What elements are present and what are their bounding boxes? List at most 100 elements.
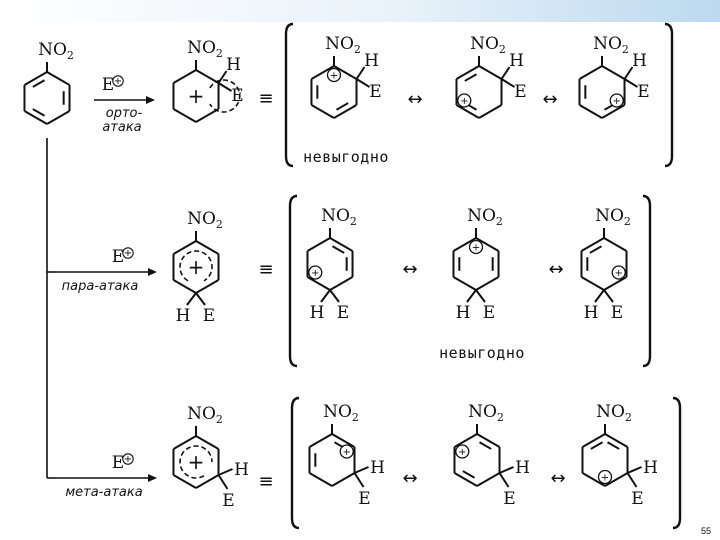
hydrogen-label: H <box>234 460 249 480</box>
resonance-arrow-meta-1: ↔ <box>402 468 417 489</box>
nitro-group-label: NO2 <box>325 34 361 56</box>
nitro-group-label: NO2 <box>467 206 503 228</box>
ring-meta-resonance-1 <box>308 424 369 488</box>
attack-label-ortho-2: атака <box>102 120 141 135</box>
electrophile-label: E <box>611 303 623 323</box>
hydrogen-label: H <box>364 51 379 71</box>
bracket-meta-right <box>672 396 682 530</box>
electrophile-label: E <box>514 82 526 102</box>
arenium-charge: + <box>188 84 205 108</box>
nitro-group-label: NO2 <box>468 402 504 424</box>
nitro-group-label: NO2 <box>187 38 223 60</box>
nitro-group-label: NO2 <box>187 209 223 231</box>
electrophile-meta: E <box>112 453 124 473</box>
positive-charge-sign: + <box>311 268 319 279</box>
nitro-group-label: NO2 <box>596 402 632 424</box>
electrophile-label: E <box>222 491 234 511</box>
positive-charge-sign: + <box>472 243 480 254</box>
electrophile-label: E <box>503 489 515 509</box>
positive-charge-sign: + <box>330 71 338 82</box>
resonance-arrow-para-1: ↔ <box>402 259 417 280</box>
positive-charge-mark <box>611 265 626 280</box>
electrophile-label: E <box>637 82 649 102</box>
ring-para-resonance-1 <box>306 228 354 303</box>
hydrogen-label: H <box>632 51 647 71</box>
nitro-group-label: NO2 <box>470 34 506 56</box>
hydrogen-label: H <box>370 458 385 478</box>
nitro-group-label: NO2 <box>38 40 74 62</box>
arenium-charge: + <box>188 255 205 279</box>
nitro-group-label: NO2 <box>321 206 357 228</box>
electrophile-ortho: E <box>102 75 114 95</box>
positive-charge-mark <box>457 93 472 108</box>
electrophile-label: E <box>231 86 243 106</box>
ring-meta-sigma-complex <box>172 426 233 490</box>
electrophile-label: E <box>337 303 349 323</box>
hydrogen-label: H <box>176 306 191 326</box>
electrophile-charge-sign: + <box>124 248 132 259</box>
nitro-group-label: NO2 <box>323 402 359 424</box>
attack-label-para: пара-атака <box>62 279 139 294</box>
ring-meta-resonance-3 <box>581 424 642 488</box>
unfavorable-note-ortho: невыгодно <box>303 148 389 166</box>
resonance-arrow-ortho-2: ↔ <box>542 89 557 110</box>
hydrogen-label: H <box>584 303 599 323</box>
positive-charge-sign: + <box>601 473 609 484</box>
electrophile-label: E <box>203 306 215 326</box>
arrow-ortho-attack <box>94 96 155 104</box>
hydrogen-label: H <box>456 303 471 323</box>
bracket-para-left <box>288 194 298 368</box>
ring-ortho-sigma-complex <box>172 60 241 123</box>
nitro-group-label: NO2 <box>593 34 629 56</box>
equivalence-sign-para: ≡ <box>258 259 273 280</box>
ring-ortho-resonance-2 <box>455 56 516 119</box>
positive-charge-sign: + <box>460 96 468 107</box>
ring-nitrobenzene <box>23 62 71 125</box>
resonance-arrow-ortho-1: ↔ <box>407 89 422 110</box>
page-number: 55 <box>701 526 711 536</box>
bracket-ortho-left <box>284 22 294 168</box>
positive-charge-mark <box>339 444 354 459</box>
positive-charge-sign: + <box>613 96 621 107</box>
hydrogen-label: H <box>515 458 530 478</box>
ring-structures <box>23 56 642 490</box>
positive-charge-sign: + <box>615 268 623 279</box>
resonance-arrow-meta-2: ↔ <box>550 468 565 489</box>
nitro-group-label: NO2 <box>595 206 631 228</box>
resonance-brackets <box>284 22 682 530</box>
bracket-ortho-right <box>664 22 674 168</box>
electrophile-para: E <box>112 247 124 267</box>
hydrogen-label: H <box>310 303 325 323</box>
electrophile-charge-sign: + <box>114 76 122 87</box>
arrow-meta-attack <box>55 474 157 482</box>
attack-label-meta: мета-атака <box>65 485 142 500</box>
positive-charge-sign: + <box>343 447 351 458</box>
ring-ortho-resonance-1 <box>310 56 371 119</box>
attack-label-ortho: орто- <box>106 106 143 121</box>
title-banner <box>0 0 720 22</box>
resonance-arrow-para-2: ↔ <box>548 259 563 280</box>
ring-para-sigma-complex <box>172 231 220 306</box>
positive-charge-sign: + <box>458 447 466 458</box>
electrophile-label: E <box>483 303 495 323</box>
bracket-meta-left <box>290 396 300 530</box>
positive-charge-mark <box>468 239 484 255</box>
arenium-charge: + <box>188 450 205 474</box>
positive-charge-mark <box>455 444 470 459</box>
electrophile-label: E <box>631 489 643 509</box>
ring-para-resonance-3 <box>580 228 628 303</box>
reaction-arrows <box>46 96 157 482</box>
hydrogen-label: H <box>509 51 524 71</box>
positive-charge-mark <box>326 67 342 83</box>
electrophile-label: E <box>369 82 381 102</box>
hydrogen-label: H <box>226 55 241 75</box>
hydrogen-label: H <box>643 458 658 478</box>
unfavorable-note-para: невыгодно <box>439 344 525 362</box>
bracket-para-right <box>642 194 652 368</box>
positive-charge-mark <box>597 469 613 485</box>
ring-para-resonance-2 <box>452 228 500 303</box>
nitro-group-label: NO2 <box>187 404 223 426</box>
equivalence-sign-ortho: ≡ <box>258 88 273 109</box>
